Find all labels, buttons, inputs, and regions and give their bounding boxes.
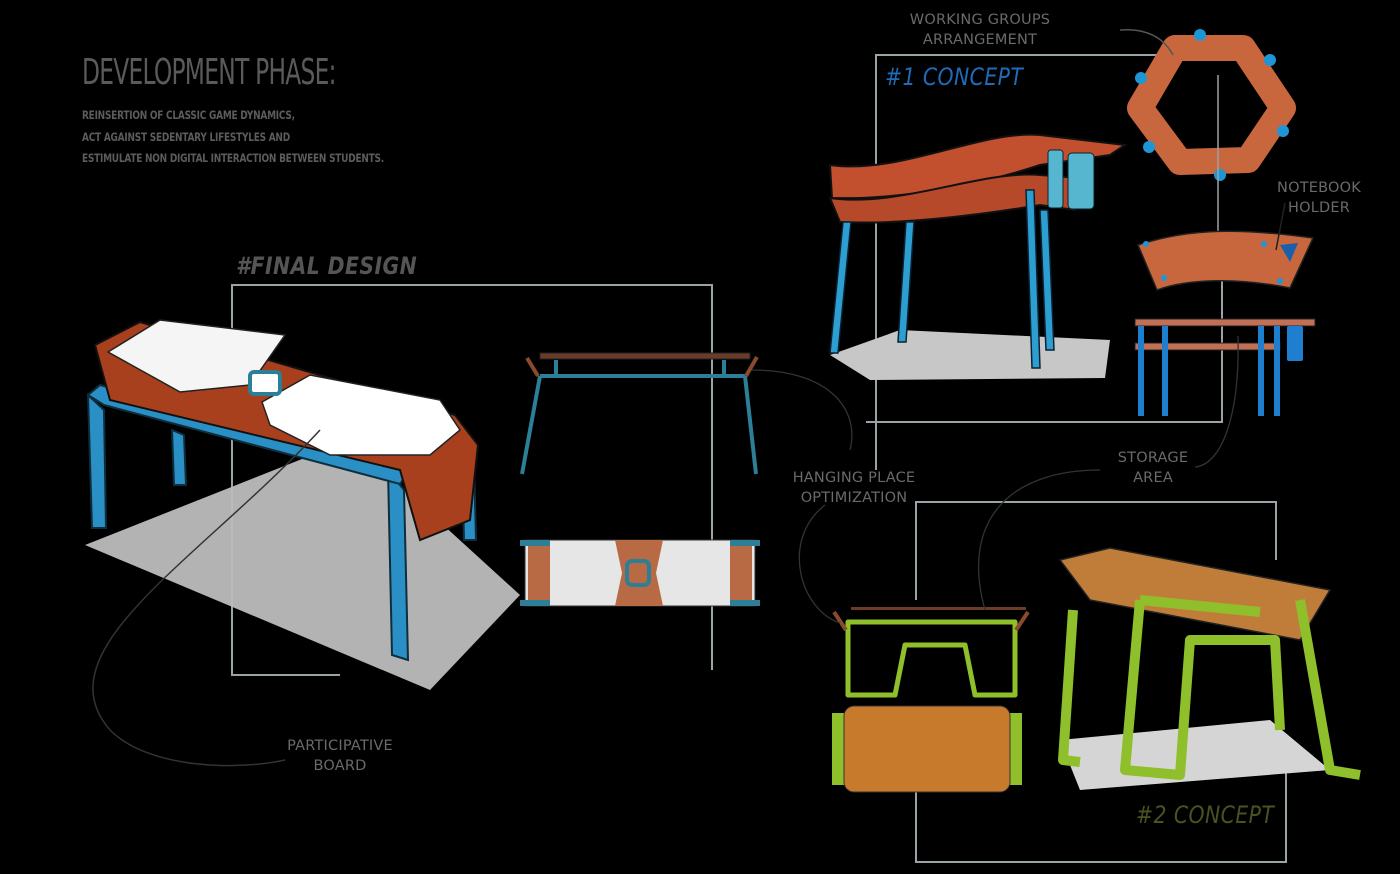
- working-groups-label: WORKING GROUPS ARRANGEMENT: [890, 10, 1070, 50]
- hanging-place-line-2: OPTIMIZATION: [800, 490, 908, 506]
- notebook-holder-line-2: HOLDER: [1288, 200, 1350, 216]
- concept-1-desk-sketch: [828, 133, 1128, 380]
- description-line-1: REINSERTION OF CLASSIC GAME DYNAMICS,: [82, 108, 295, 122]
- participative-board-line-1: PARTICIPATIVE: [287, 738, 393, 754]
- participative-board-label: PARTICIPATIVE BOARD: [270, 736, 410, 776]
- storage-area-line-1: STORAGE: [1117, 450, 1189, 466]
- final-design-desk-sketch: [85, 319, 520, 767]
- notebook-holder-line-1: NOTEBOOK: [1277, 180, 1361, 196]
- working-groups-line-1: WORKING GROUPS: [909, 12, 1051, 28]
- hanging-place-line-1: HANGING PLACE: [792, 470, 916, 486]
- working-groups-hexagon: [1119, 29, 1296, 262]
- hanging-place-label: HANGING PLACE OPTIMIZATION: [774, 468, 934, 508]
- final-design-front-view: [520, 352, 853, 475]
- storage-area-label: STORAGE AREA: [1108, 448, 1198, 488]
- storage-area-line-2: AREA: [1133, 470, 1173, 486]
- concept-1-frame: [875, 54, 1178, 470]
- working-groups-line-2: ARRANGEMENT: [922, 32, 1038, 48]
- concept-2-heading: #2 CONCEPT: [1136, 801, 1275, 829]
- concept-1-side-view: [1134, 318, 1316, 468]
- concept-2-top-view: [832, 705, 1022, 793]
- description-line-2: ACT AGAINST SEDENTARY LIFESTYLES AND: [82, 130, 290, 144]
- concept-1-frame-bottom: [866, 262, 1223, 423]
- final-design-frame: [231, 284, 713, 670]
- notebook-holder-label: NOTEBOOK HOLDER: [1274, 178, 1364, 218]
- concept-1-heading: #1 CONCEPT: [885, 63, 1024, 91]
- page-title: DEVELOPMENT PHASE:: [82, 52, 336, 93]
- concept-2-frame: [915, 501, 1277, 600]
- concept-2-desk-sketch: [1058, 547, 1361, 790]
- participative-board-line-2: BOARD: [313, 758, 367, 774]
- final-design-frame-bottom: [231, 560, 340, 676]
- final-design-top-view: [520, 539, 760, 607]
- description-line-3: ESTIMULATE NON DIGITAL INTERACTION BETWE…: [82, 151, 384, 165]
- final-design-heading: #FINAL DESIGN: [236, 252, 418, 280]
